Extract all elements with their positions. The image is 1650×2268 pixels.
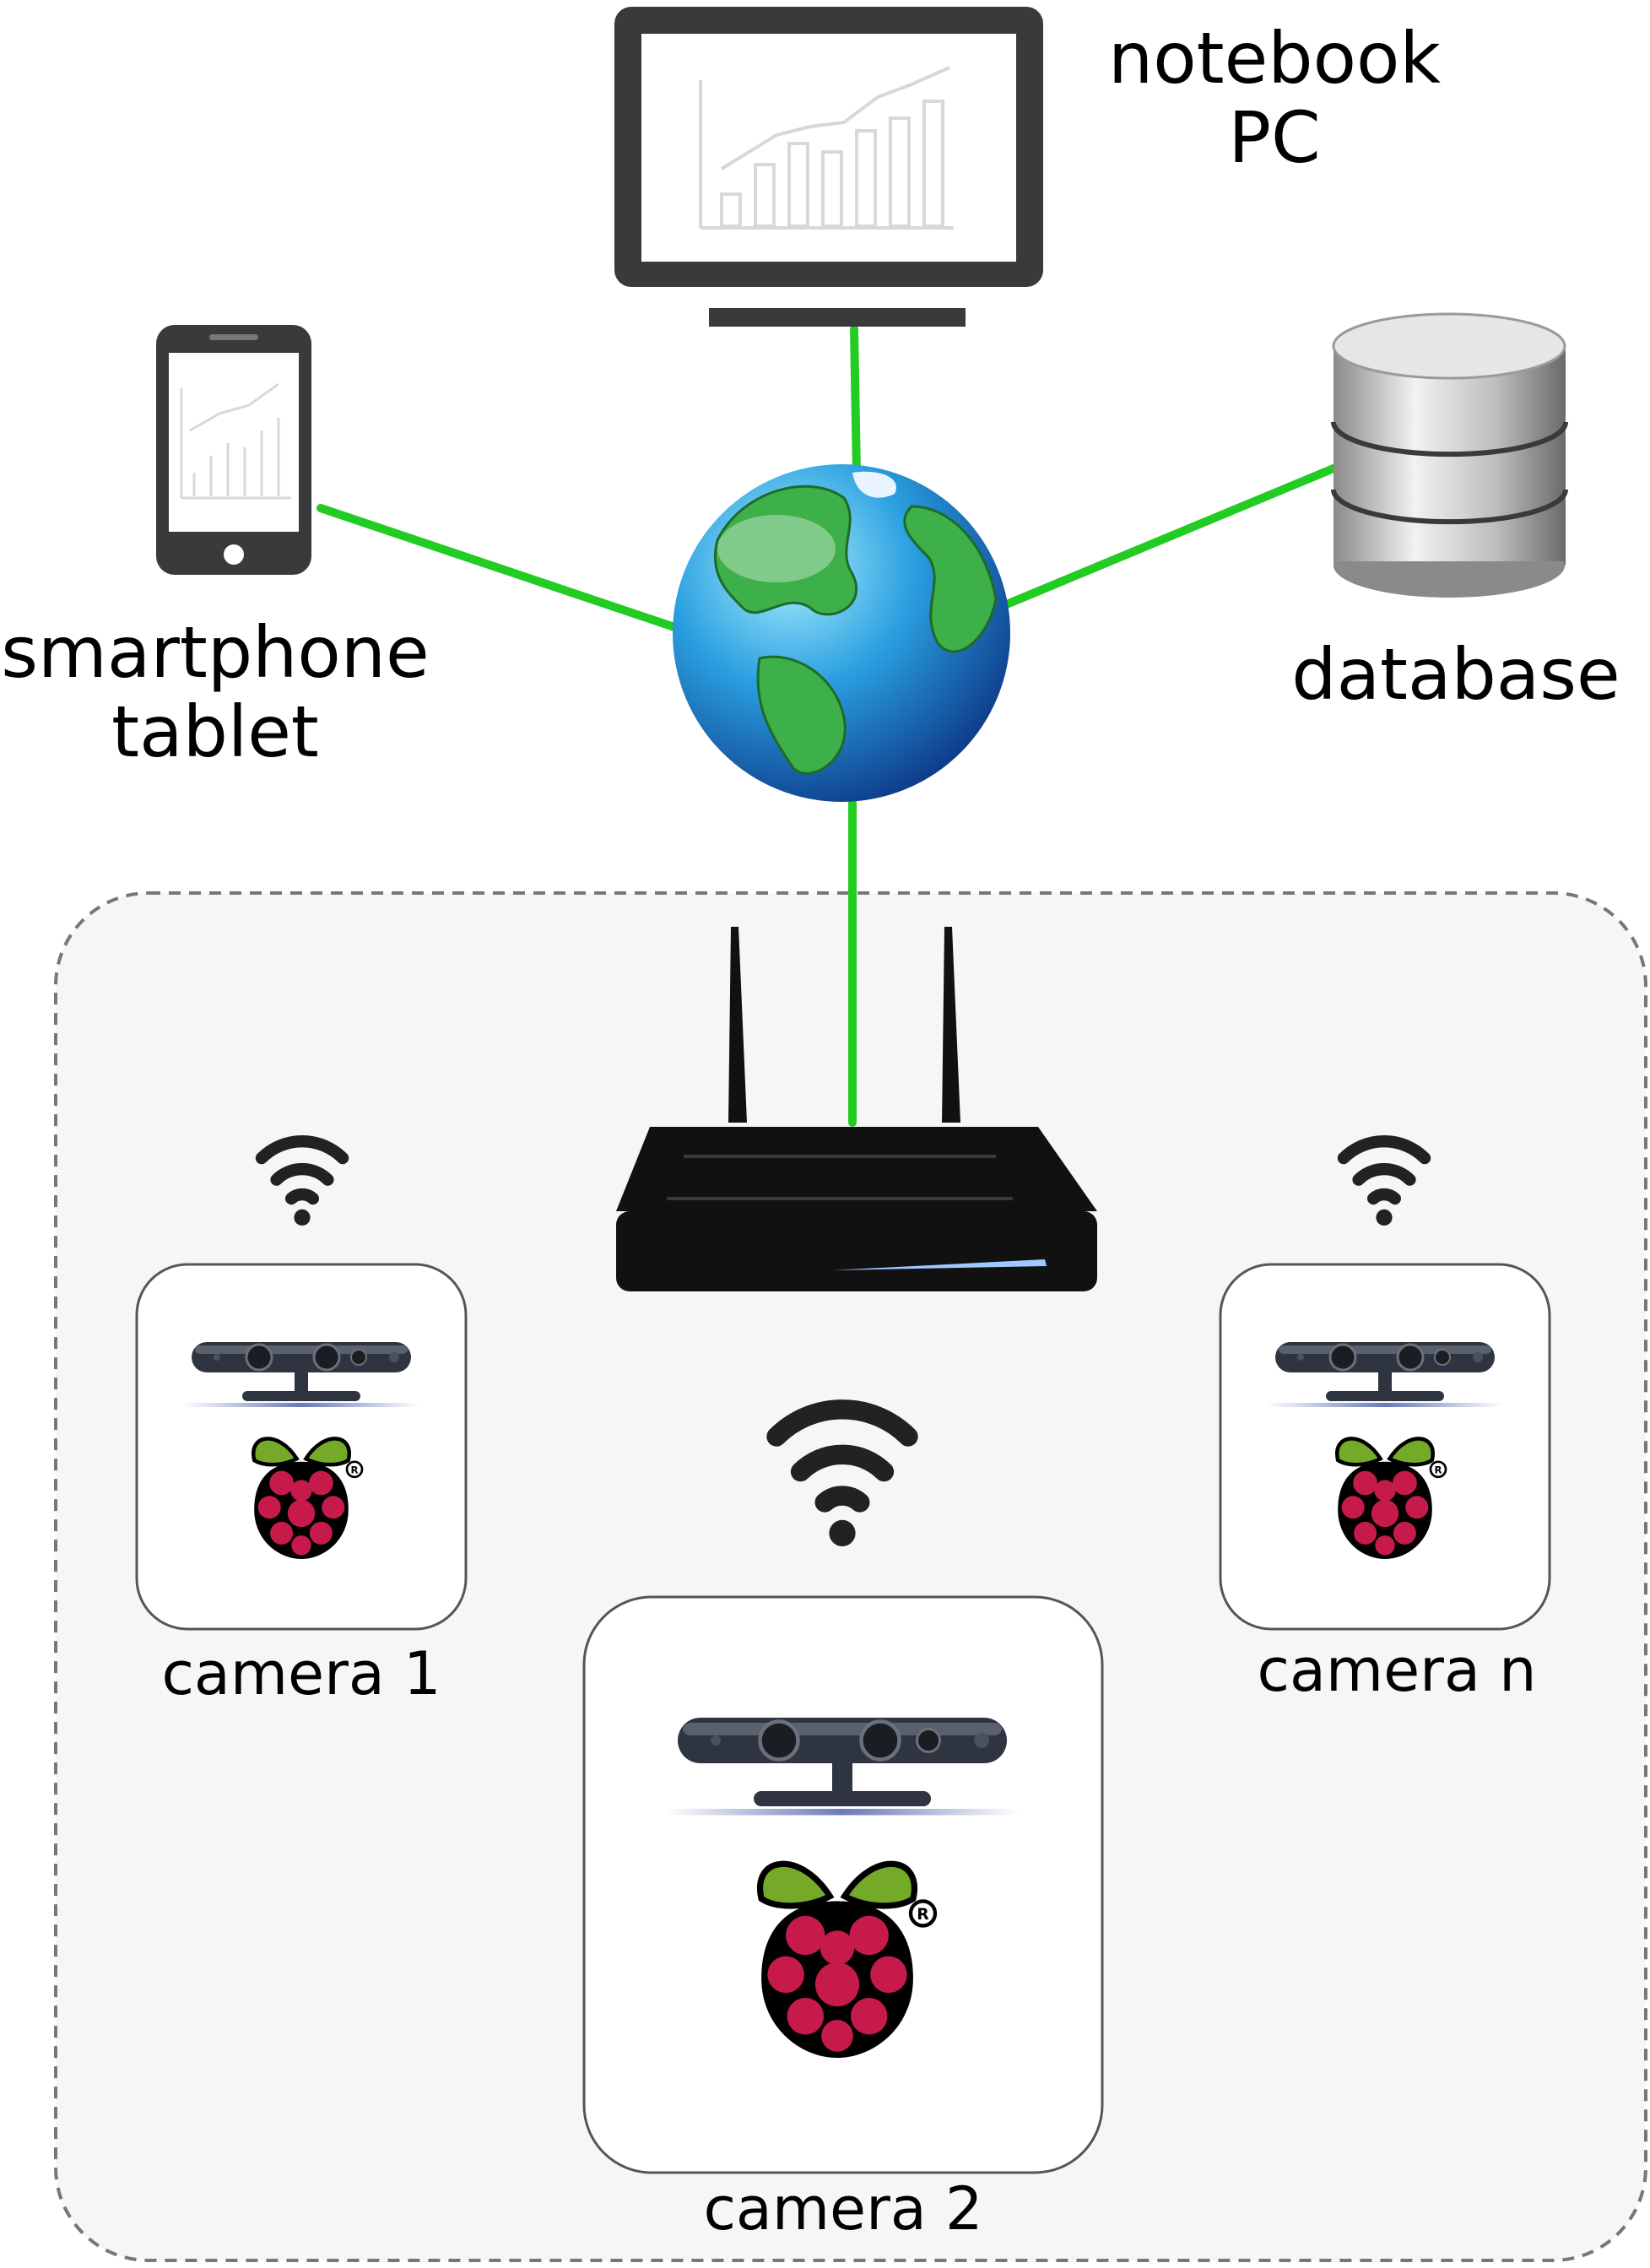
camera-node-2 [582, 1595, 1104, 2174]
database-label: database [1291, 633, 1620, 716]
smartphone-label-line2: tablet [111, 690, 319, 774]
notebook-label-line1: notebook [1108, 17, 1441, 100]
edge-cluster [54, 891, 1647, 2262]
notebook-label-line2: PC [1228, 96, 1321, 180]
cameran-label: camera n [1257, 1636, 1537, 1705]
smartphone-label-line1: smartphone [1, 611, 430, 694]
router-icon [616, 927, 1097, 1291]
notebook-label: notebook PC [1089, 19, 1460, 177]
camera1-label: camera 1 [161, 1639, 441, 1708]
link-notebook-internet [850, 325, 861, 477]
monitor-icon [614, 7, 1043, 327]
smartphone-label: smartphone tablet [0, 613, 430, 771]
globe-icon [673, 464, 1010, 802]
camera2-label: camera 2 [703, 2174, 983, 2244]
link-database-internet [1004, 464, 1338, 608]
smartphone-icon [156, 325, 311, 575]
link-smartphone-internet [316, 504, 684, 633]
network-links [316, 325, 1338, 1127]
camera-node-1 [135, 1263, 468, 1631]
camera-node-n [1219, 1263, 1551, 1631]
database-icon [1331, 312, 1568, 598]
